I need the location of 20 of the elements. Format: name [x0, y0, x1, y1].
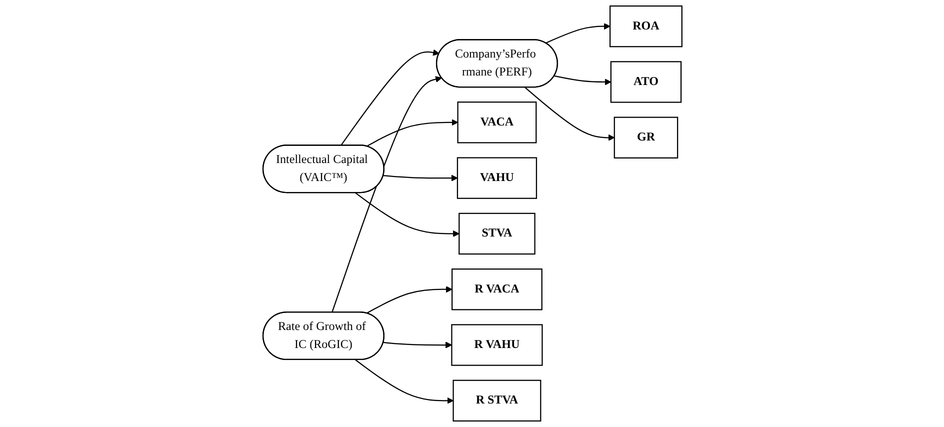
- node-box: ATO: [610, 61, 682, 103]
- arrow: [382, 174, 458, 182]
- arrow: [340, 49, 439, 146]
- arrow: [354, 192, 459, 238]
- arrow: [366, 119, 458, 147]
- arrow: [545, 23, 610, 44]
- arrow: [354, 359, 454, 404]
- node-box: R STVA: [452, 380, 541, 422]
- arrow: [382, 342, 452, 348]
- node-box: STVA: [458, 212, 535, 255]
- node-box: VAHU: [456, 157, 537, 199]
- node-box: R VAHU: [450, 324, 542, 366]
- node-box: VACA: [456, 102, 536, 144]
- arrow: [554, 75, 611, 86]
- arrow: [366, 286, 452, 314]
- arrow: [331, 76, 442, 313]
- node-box: ROA: [609, 5, 682, 48]
- node-box: GR: [613, 116, 678, 158]
- arrow: [524, 87, 614, 141]
- node-box: R VACA: [451, 268, 542, 310]
